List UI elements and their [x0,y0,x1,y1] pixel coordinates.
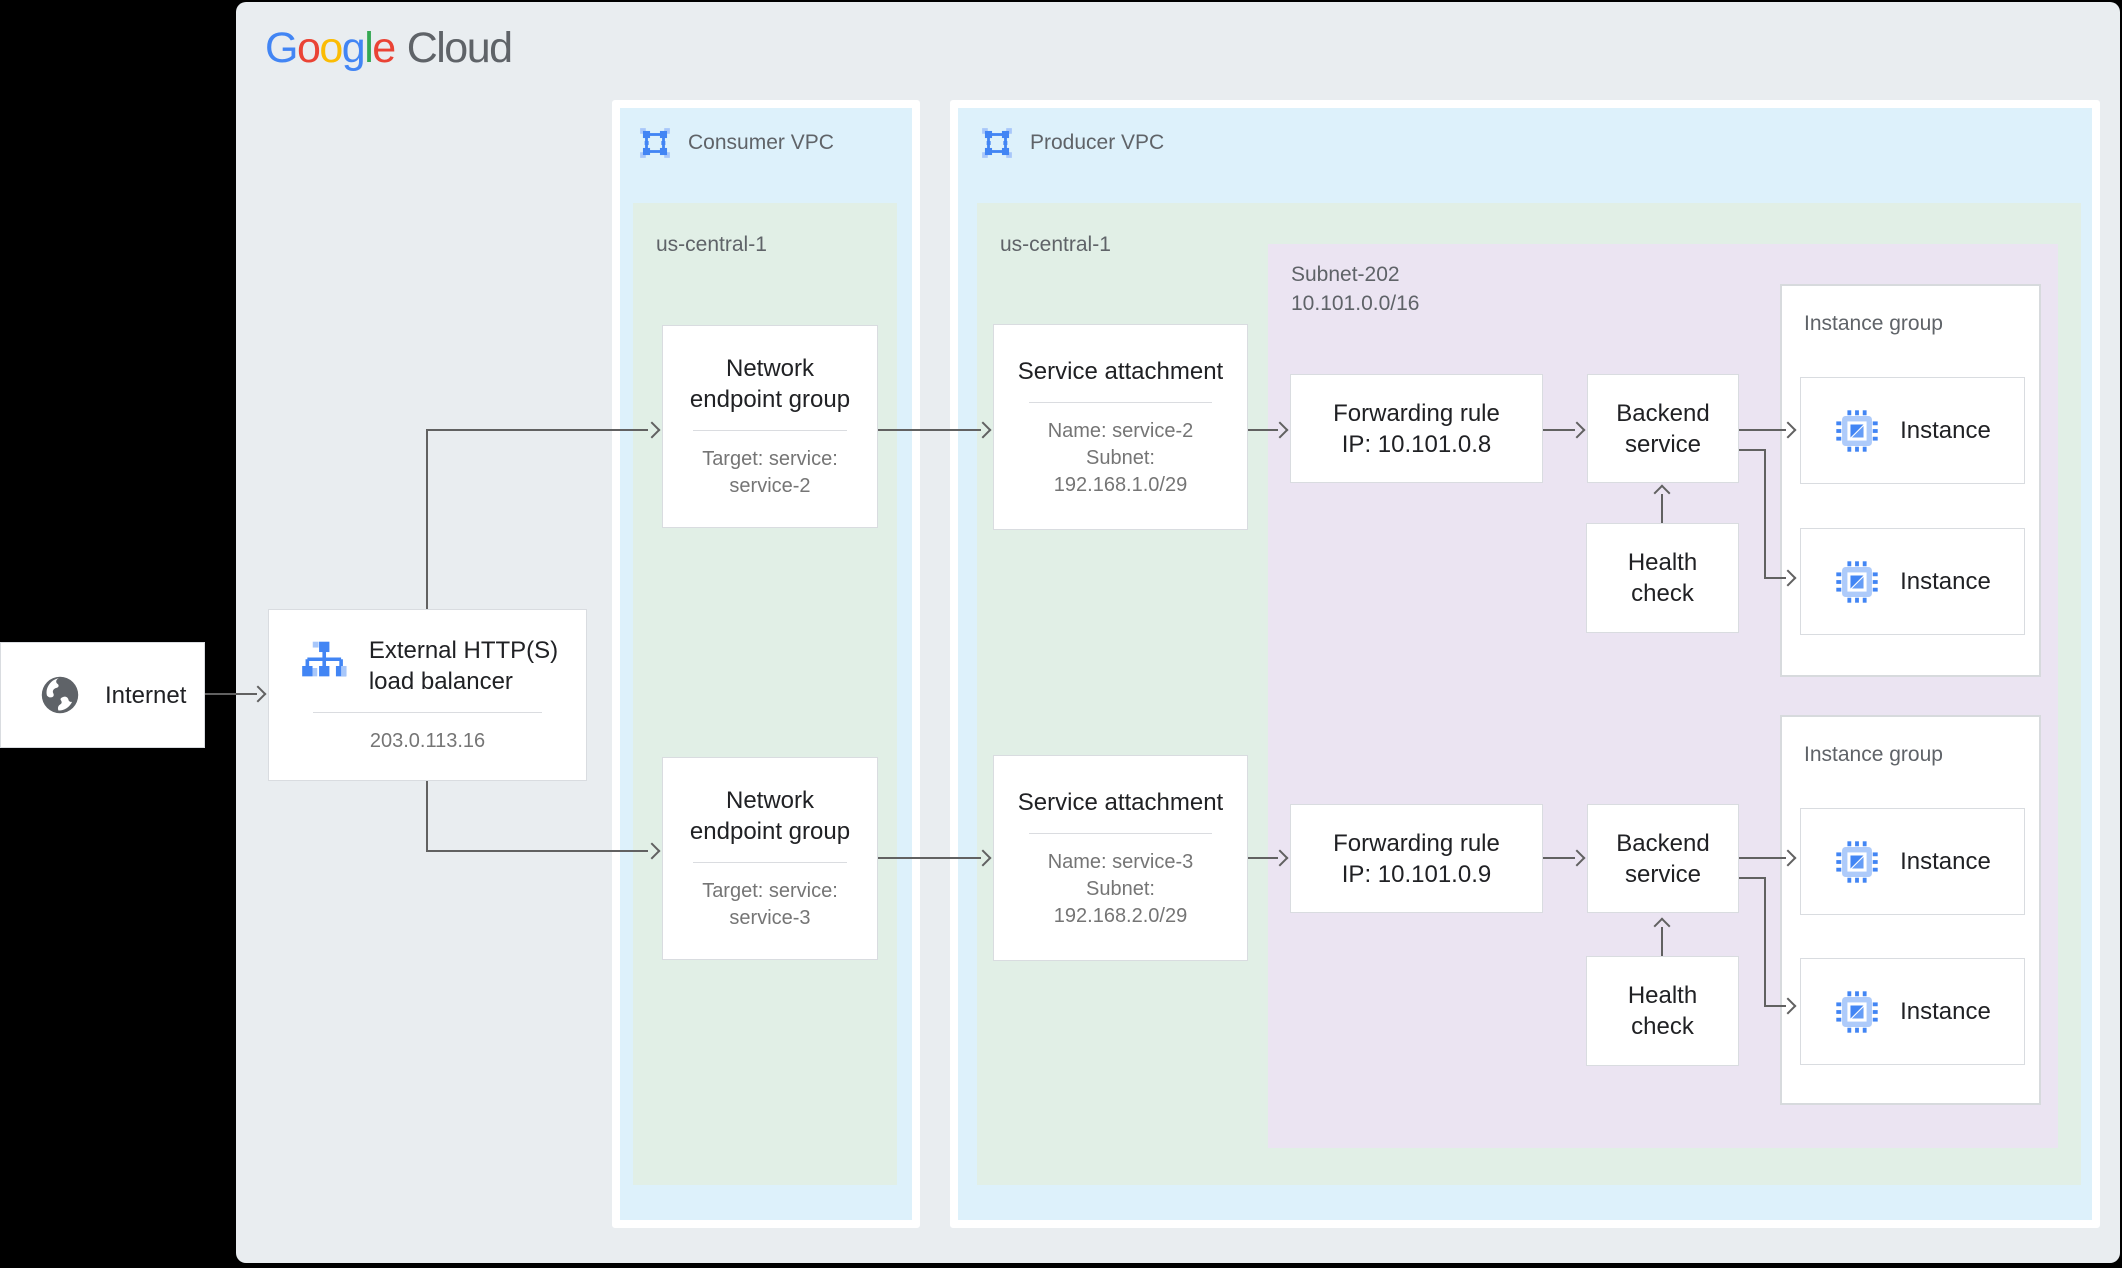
load-balancer-heading: External HTTP(S) load balancer [287,635,568,697]
connector-bs2-to-instance2 [1764,1005,1786,1007]
load-balancer-title: External HTTP(S) load balancer [368,637,559,695]
compute-instance-icon [1836,560,1878,603]
internet-node: Internet [0,642,205,748]
connector-lb-down [426,781,428,852]
connector-bs1-to-instance1 [1739,429,1786,431]
instance-node: Instance [1800,958,2025,1065]
google-cloud-logo: Google Cloud [265,24,513,73]
service-attachment-node-1: Service attachment Name: service-2 Subne… [993,324,1248,530]
instance-group-2: Instance group Instance [1780,715,2041,1105]
divider [1029,832,1212,834]
connector-hc1-to-bs1 [1661,494,1663,523]
network-endpoint-group-node-1: Network endpoint group Target: service: … [662,325,878,528]
load-balancer-ip: 203.0.113.16 [369,730,486,752]
vpc-network-icon [640,128,670,158]
connector-lb-up [426,430,428,609]
divider [692,430,848,431]
cloud-wordmark: Cloud [406,24,513,72]
network-endpoint-group-node-2: Network endpoint group Target: service: … [662,757,878,960]
instance-node: Instance [1800,377,2025,484]
google-wordmark: Google [265,24,396,72]
load-balancer-icon [301,641,347,677]
connector-internet-to-lb [205,693,257,695]
connector-lb-to-neg-1 [426,429,648,431]
health-check-node-2: Health check [1586,956,1739,1066]
compute-instance-icon [1836,409,1878,452]
backend-service-node-2: Backend service [1587,804,1739,913]
divider [1029,401,1212,403]
instance-group-1: Instance group Instance [1780,284,2041,677]
instance-group-label: Instance group [1804,312,1943,335]
divider [313,712,542,713]
backend-service-node-1: Backend service [1587,374,1739,483]
connector-bs1-to-instance2 [1764,577,1786,579]
connector-sa1-to-fr1 [1248,429,1278,431]
connector-bs2-elbow-down [1764,877,1766,1007]
forwarding-rule-node-1: Forwarding rule IP: 10.101.0.8 [1290,374,1543,483]
producer-vpc-label: Producer VPC [1030,131,1165,154]
subnet-label: Subnet-202 10.101.0.0/16 [1291,260,1419,318]
instance-node: Instance [1800,808,2025,915]
consumer-region-label: us-central-1 [656,233,767,256]
forwarding-rule-node-2: Forwarding rule IP: 10.101.0.9 [1290,804,1543,913]
connector-bs1-elbow-out [1739,449,1766,451]
instance-node: Instance [1800,528,2025,635]
connector-fr1-to-bs1 [1543,429,1575,431]
producer-region-label: us-central-1 [1000,233,1111,256]
health-check-node-1: Health check [1586,523,1739,633]
consumer-vpc-header: Consumer VPC [638,126,834,160]
connector-neg2-to-sa2 [878,857,981,859]
connector-lb-to-neg-2 [426,850,648,852]
connector-fr2-to-bs2 [1543,857,1575,859]
connector-bs2-elbow-out [1739,877,1766,879]
connector-bs2-to-instance1 [1739,857,1786,859]
compute-instance-icon [1836,840,1878,883]
subnet-cidr: 10.101.0.0/16 [1291,292,1420,315]
divider [692,862,848,863]
load-balancer-node: External HTTP(S) load balancer 203.0.113… [268,609,587,781]
connector-bs1-elbow-down [1764,449,1766,579]
vpc-network-icon [982,128,1012,158]
service-attachment-node-2: Service attachment Name: service-3 Subne… [993,755,1248,961]
instance-group-label: Instance group [1804,743,1943,766]
globe-icon [41,676,79,714]
connector-neg1-to-sa1 [878,429,981,431]
connector-sa2-to-fr2 [1248,857,1278,859]
producer-vpc-header: Producer VPC [980,126,1164,160]
internet-label: Internet [105,681,187,709]
consumer-vpc-label: Consumer VPC [688,131,834,154]
subnet-name: Subnet-202 [1291,263,1400,286]
compute-instance-icon [1836,990,1878,1033]
connector-hc2-to-bs2 [1661,927,1663,956]
